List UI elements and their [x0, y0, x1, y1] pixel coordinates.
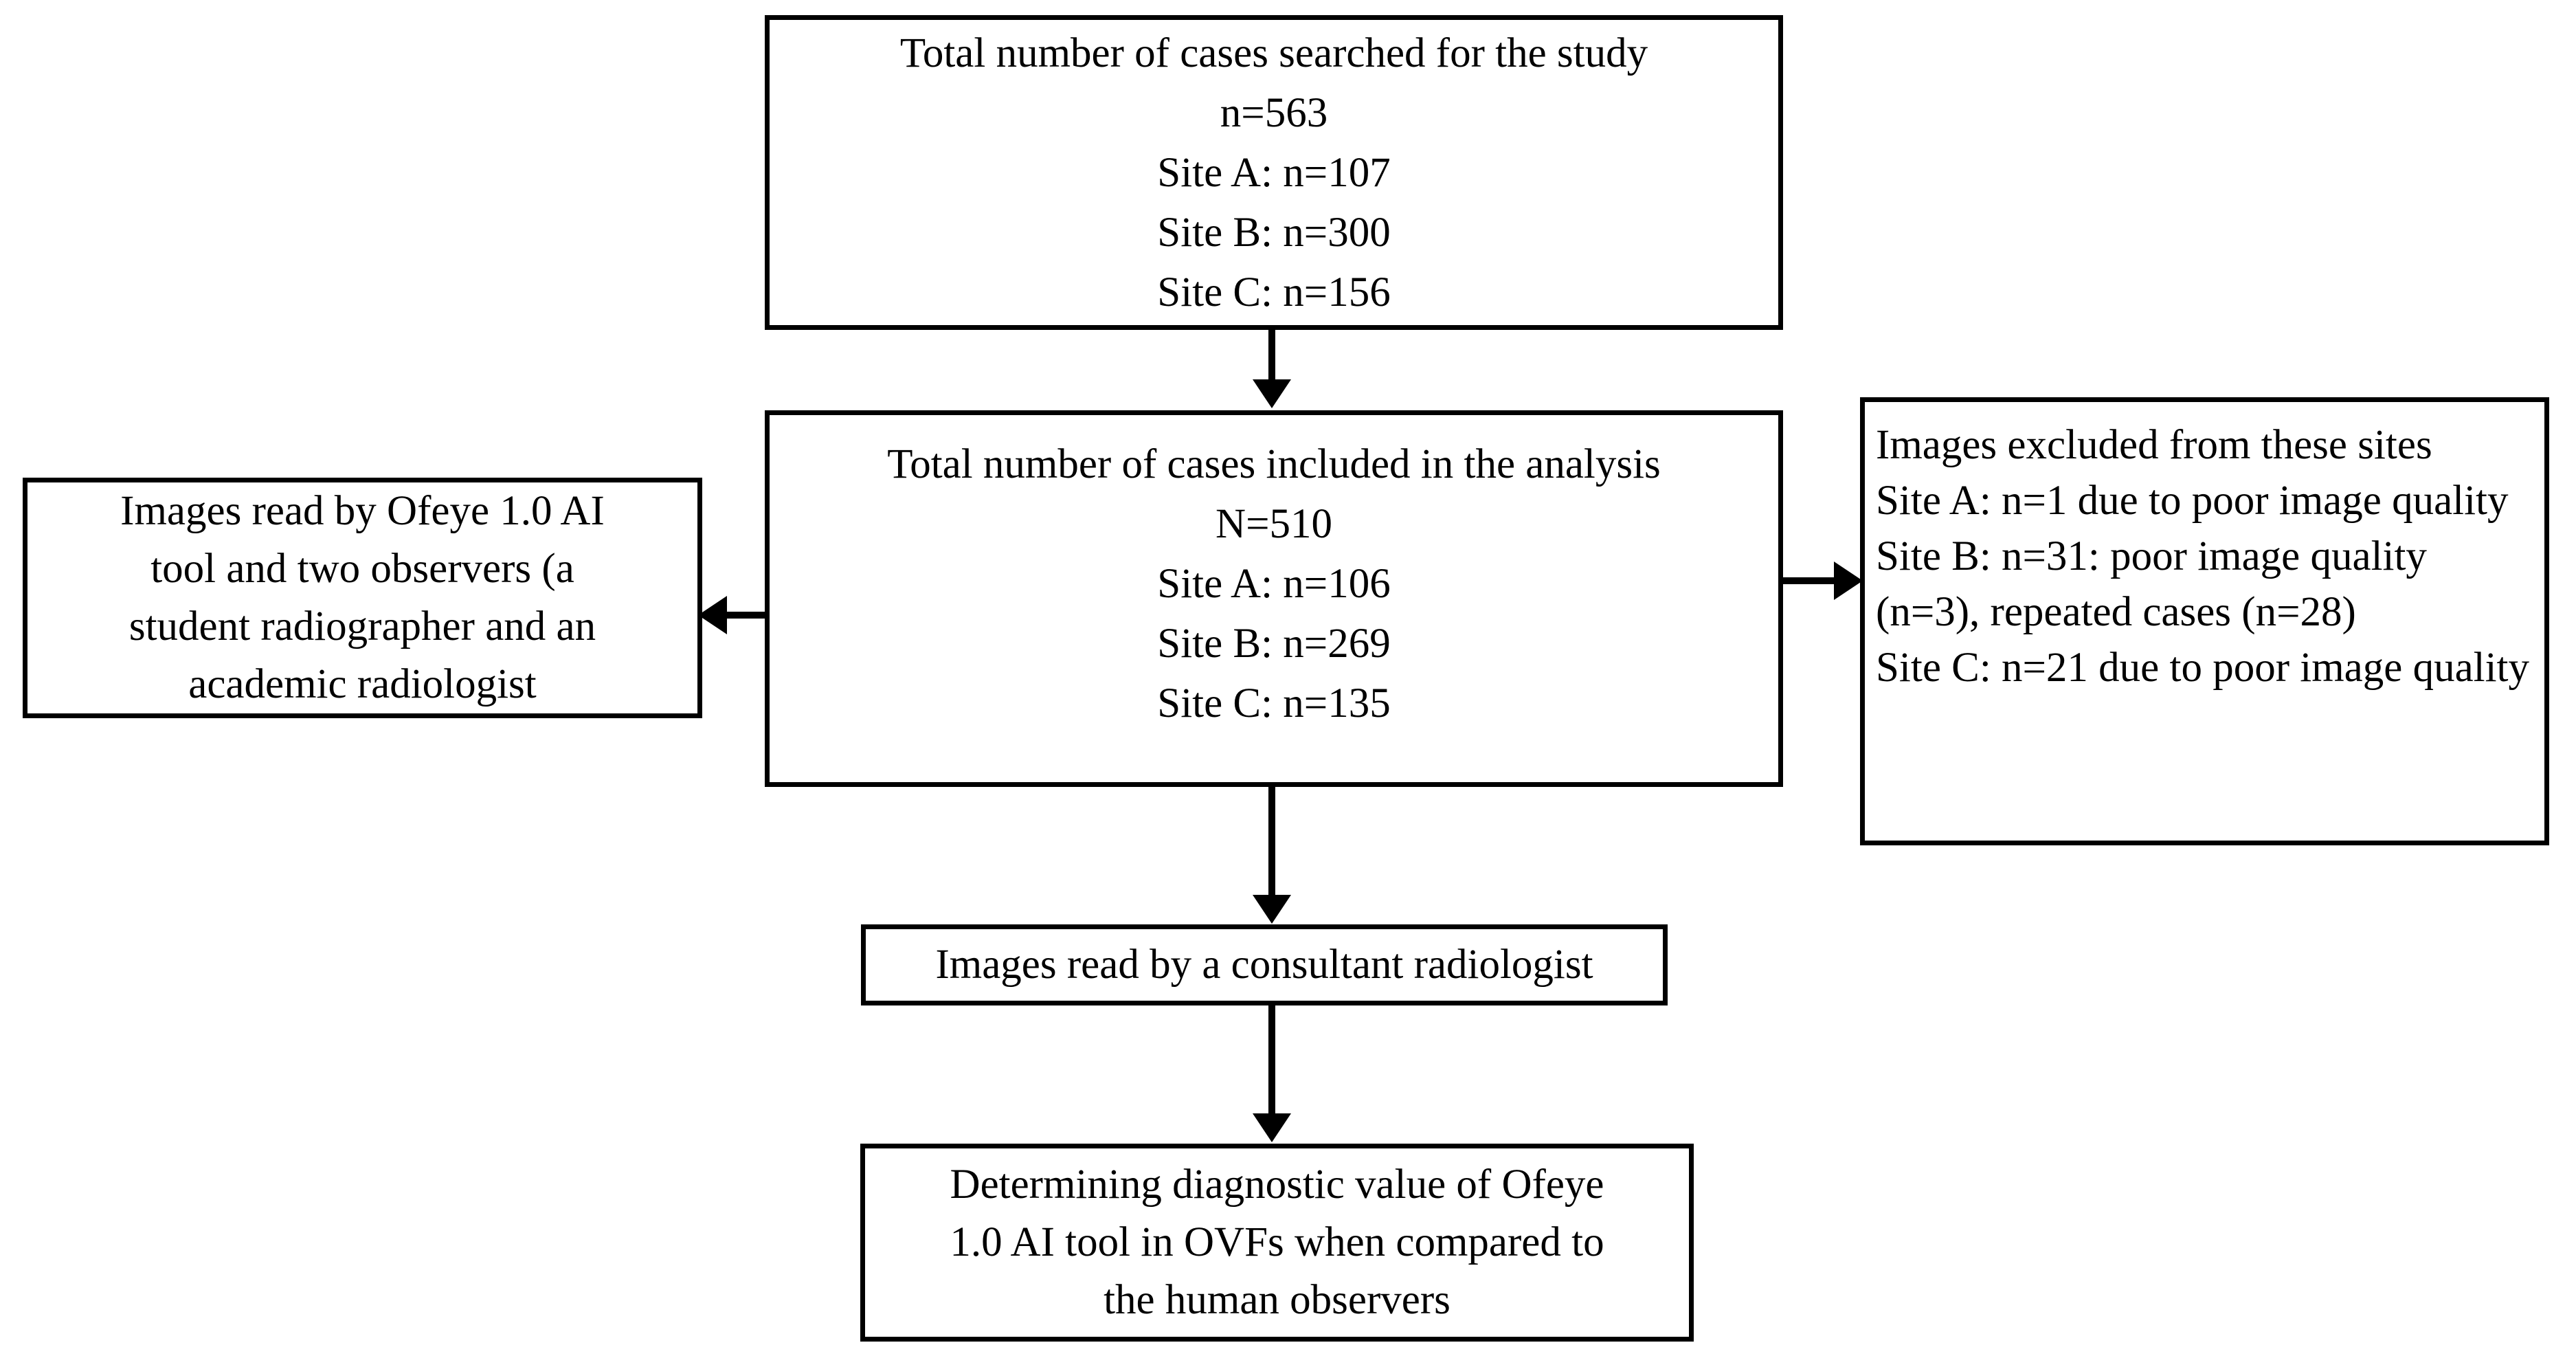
node-images-read-by-ai-and-observers: Images read by Ofeye 1.0 AI tool and two… [23, 478, 702, 718]
node-cases-searched: Total number of cases searched for the s… [765, 15, 1783, 330]
node-images-excluded-line-4: Site C: n=21 due to poor image quality [1876, 645, 2529, 691]
node-readers-line-4: academic radiologist [188, 661, 537, 707]
arrowhead-included-to-consultant [1253, 895, 1291, 924]
connector-included-to-consultant [1268, 787, 1275, 900]
node-images-excluded-line-1: Images excluded from these sites [1876, 422, 2432, 468]
arrowhead-consultant-to-outcome [1253, 1113, 1291, 1142]
arrowhead-included-to-excluded [1834, 562, 1863, 600]
node-cases-included-line-1: Total number of cases included in the an… [887, 441, 1661, 487]
node-images-excluded-line-2: Site A: n=1 due to poor image quality [1876, 478, 2509, 524]
node-images-read-by-consultant: Images read by a consultant radiologist [861, 924, 1668, 1005]
node-cases-included: Total number of cases included in the an… [765, 410, 1783, 787]
connector-consultant-to-outcome [1268, 1005, 1275, 1115]
node-cases-searched-line-1: Total number of cases searched for the s… [899, 30, 1648, 76]
connector-searched-to-included [1268, 330, 1275, 385]
node-images-excluded-line-3: Site B: n=31: poor image quality (n=3), … [1876, 533, 2438, 635]
node-cases-included-line-5: Site C: n=135 [1157, 680, 1391, 726]
node-outcome-line-3: the human observers [1104, 1277, 1451, 1323]
node-cases-included-line-2: N=510 [1216, 501, 1332, 547]
node-readers-line-2: tool and two observers (a [150, 546, 574, 592]
arrowhead-included-to-readers [698, 596, 727, 634]
node-consultant-line-1: Images read by a consultant radiologist [935, 942, 1593, 988]
node-cases-searched-line-5: Site C: n=156 [1157, 269, 1391, 315]
node-cases-included-line-4: Site B: n=269 [1157, 621, 1391, 667]
node-cases-searched-line-4: Site B: n=300 [1157, 209, 1391, 256]
node-cases-searched-line-3: Site A: n=107 [1157, 149, 1391, 196]
connector-included-to-excluded [1783, 577, 1845, 584]
node-images-excluded: Images excluded from these sites Site A:… [1860, 397, 2549, 845]
arrowhead-searched-to-included [1253, 379, 1291, 408]
node-cases-searched-line-2: n=563 [1220, 89, 1328, 136]
node-cases-included-line-3: Site A: n=106 [1157, 561, 1391, 607]
connector-included-to-readers [721, 612, 770, 619]
node-readers-line-1: Images read by Ofeye 1.0 AI [120, 488, 605, 534]
node-outcome-line-1: Determining diagnostic value of Ofeye [950, 1162, 1604, 1208]
node-outcome-line-2: 1.0 AI tool in OVFs when compared to [950, 1219, 1604, 1265]
node-readers-line-3: student radiographer and an [128, 603, 596, 649]
node-determining-diagnostic-value: Determining diagnostic value of Ofeye 1.… [860, 1144, 1694, 1342]
